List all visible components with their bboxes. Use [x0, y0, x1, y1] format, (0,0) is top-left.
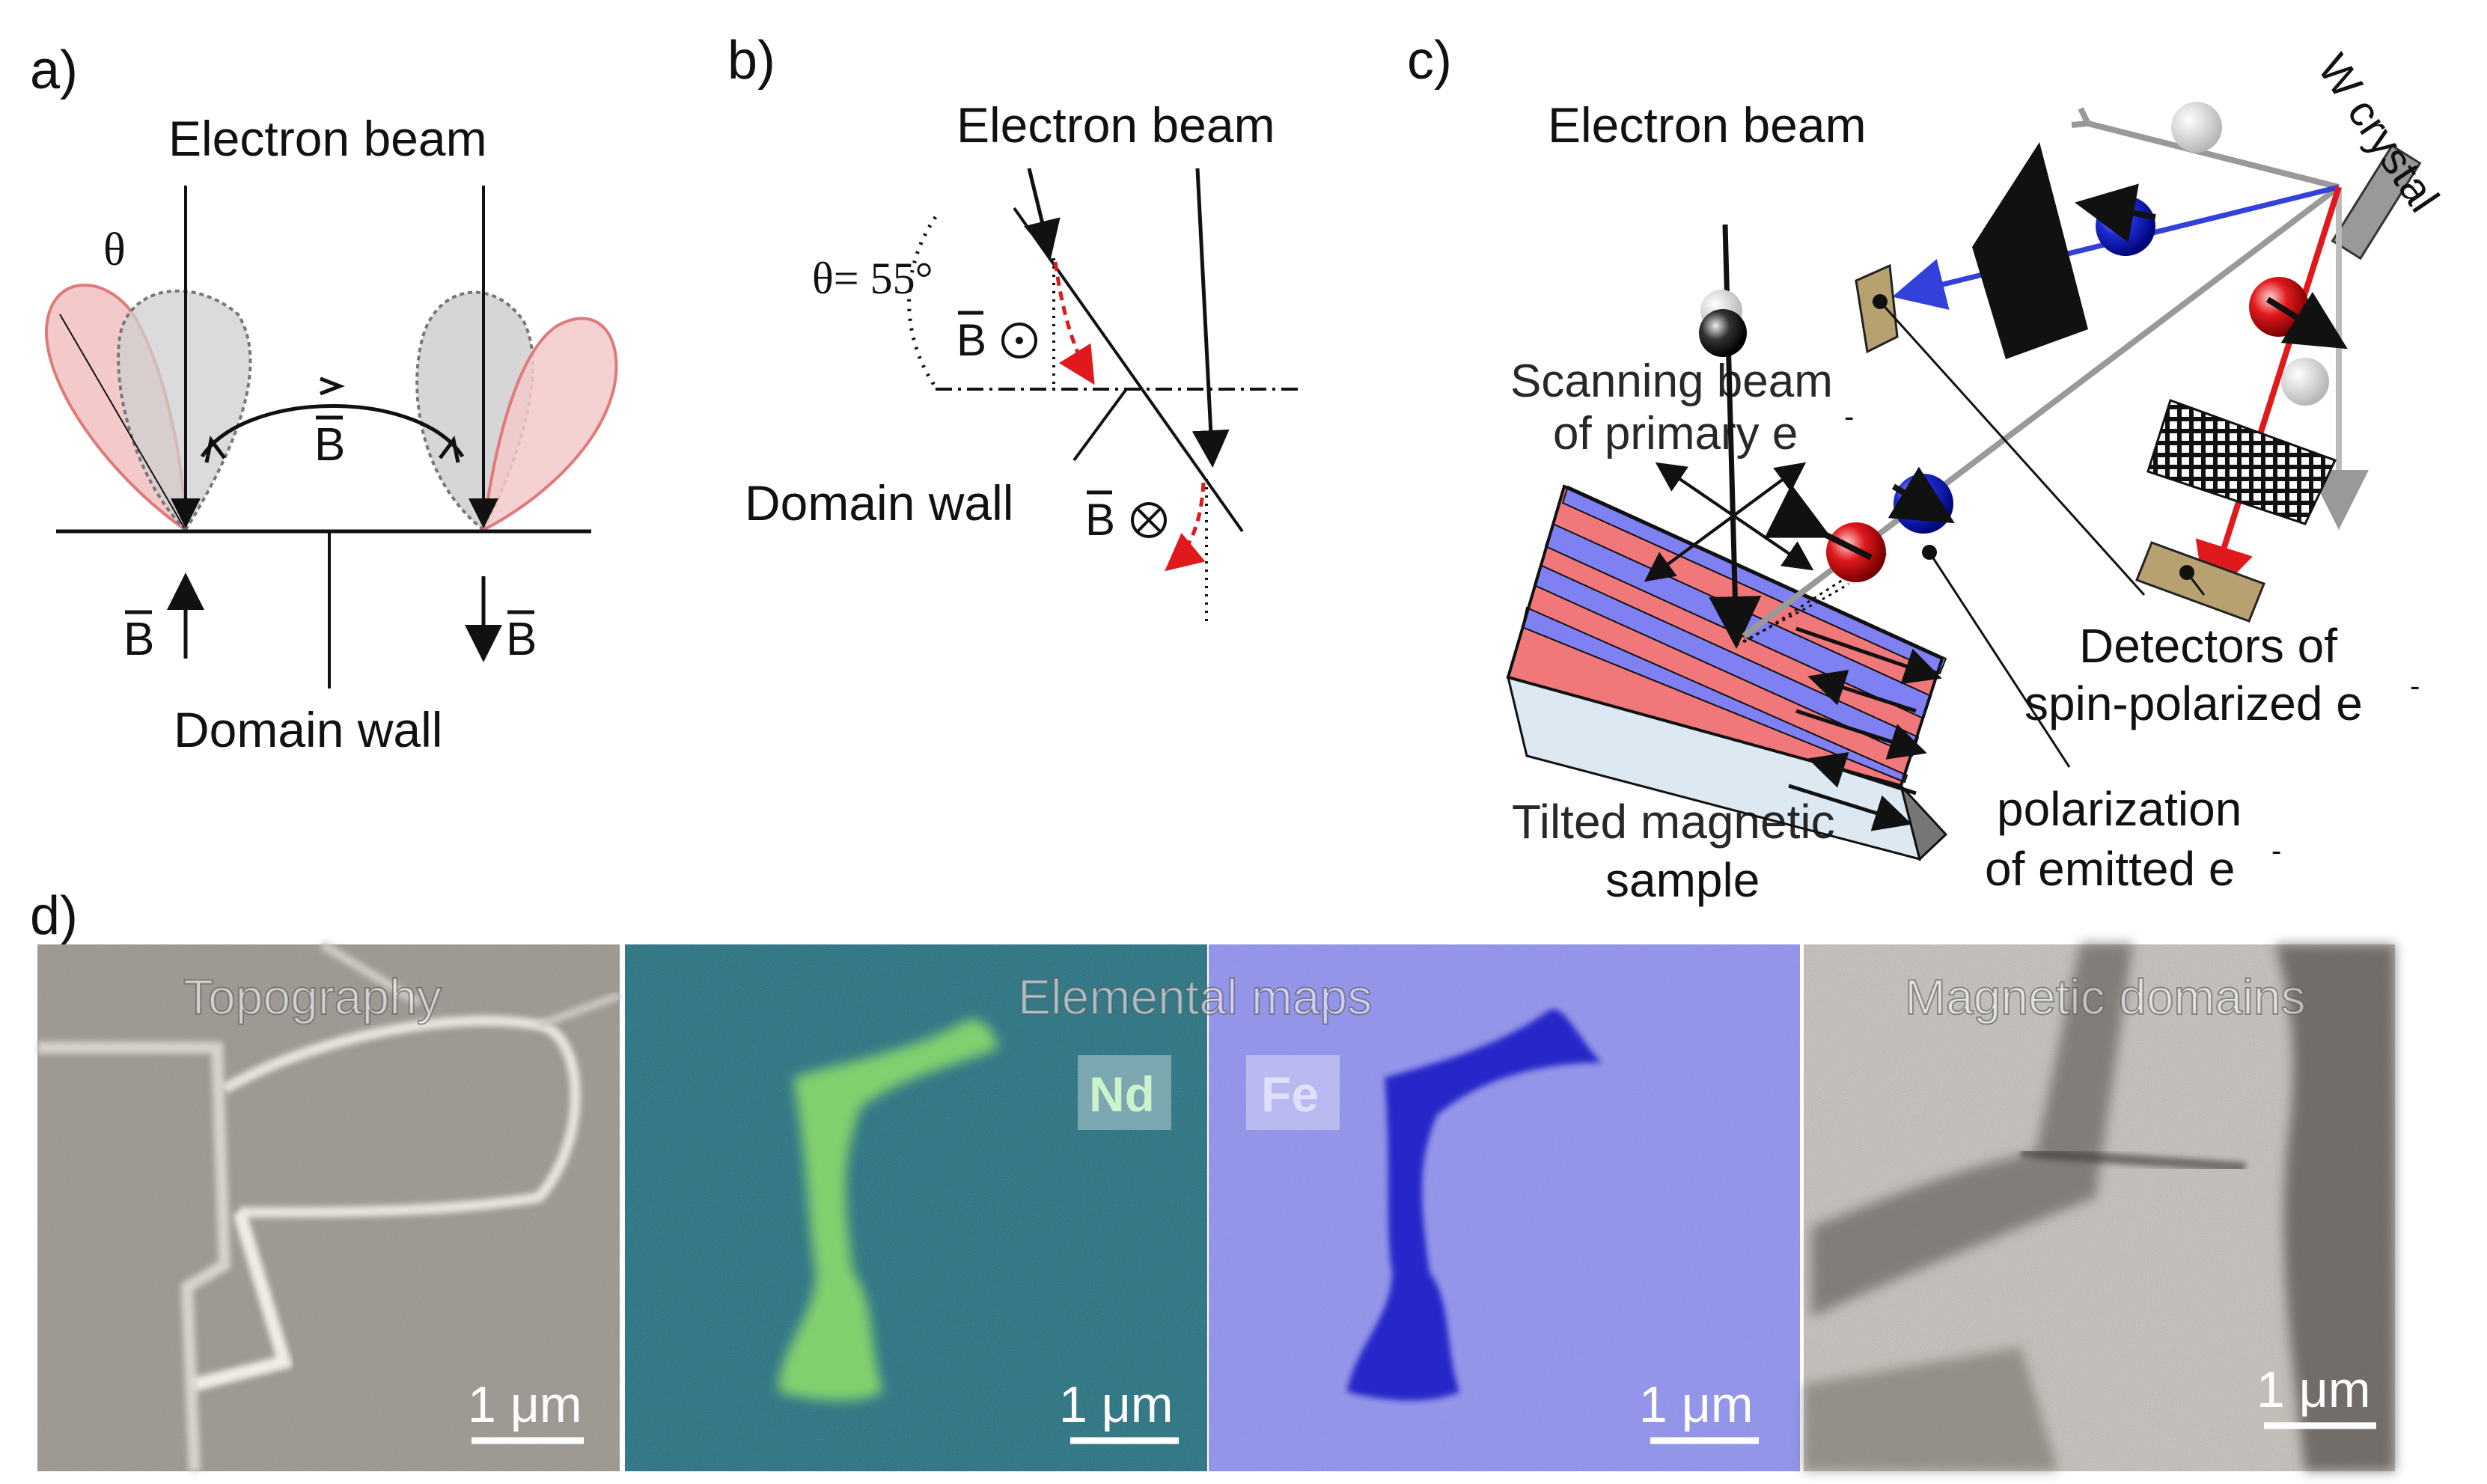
grey-electron-lower: [2281, 358, 2329, 406]
theta-label: θ: [103, 225, 126, 275]
b-field-left-label: B: [123, 614, 154, 665]
detectors-superscript: -: [2410, 670, 2420, 703]
fe-elemental-map: [1209, 944, 1800, 1471]
nd-tag-box: [1078, 1055, 1171, 1130]
panel-a: a) Electron beam θ B B B: [30, 40, 618, 757]
out-of-plane-symbol: [1001, 323, 1037, 358]
panel-a-domain-wall-label: Domain wall: [174, 702, 442, 757]
polarization-superscript: -: [2271, 834, 2281, 867]
b-field-right-label: B: [506, 614, 537, 665]
right-emission-lobes: [415, 290, 618, 533]
grey-electron-upper: [2171, 102, 2222, 153]
detectors-line1: Detectors of: [2079, 619, 2337, 673]
into-plane-symbol: [1131, 502, 1167, 538]
panel-c-electron-beam-label: Electron beam: [1548, 97, 1867, 153]
magnetic-domains-image: [1804, 943, 2395, 1471]
topography-title: Topography: [183, 969, 442, 1025]
detector-left: [1855, 263, 1899, 354]
panel-b-beam-left: [1024, 168, 1061, 258]
detector-right: [2135, 541, 2265, 623]
panel-b-domain-wall-line: [1072, 388, 1128, 462]
fe-tag: Fe: [1261, 1066, 1319, 1122]
sample-line1: Tilted magnetic: [1512, 795, 1835, 849]
b-out-of-plane-label: B: [956, 315, 986, 365]
tilted-surface-line: [1013, 207, 1244, 533]
w-crystal: [2331, 144, 2422, 260]
scale-bar-label-1: 1 μm: [468, 1376, 582, 1433]
field-arc: [200, 404, 465, 458]
polarization-line1: polarization: [1997, 782, 2242, 836]
panel-b-beam-right: [1191, 168, 1230, 468]
aperture-left: [1972, 142, 2088, 359]
scale-bar-label-4: 1 μm: [2256, 1361, 2371, 1418]
scanning-beam-line1: Scanning beam: [1510, 355, 1833, 407]
b-field-arc-label: B: [314, 419, 345, 471]
panel-a-electron-beam-label: Electron beam: [168, 111, 487, 166]
topography-image: [37, 940, 621, 1472]
red-deflected-path-lower: [1165, 482, 1206, 572]
panel-b: b) Electron beam θ= 55° B B Domain wall: [727, 31, 1299, 621]
detectors-line2: spin-polarized e: [2024, 677, 2363, 730]
nd-elemental-map: [625, 944, 1207, 1471]
panel-a-label: a): [30, 40, 78, 100]
theta-arc: [907, 216, 939, 391]
panel-b-domain-wall-label: Domain wall: [745, 475, 1013, 531]
panel-b-electron-beam-label: Electron beam: [956, 97, 1275, 153]
magnetic-domains-title: Magnetic domains: [1905, 969, 2306, 1025]
scattered-grey-upper: [2087, 120, 2340, 190]
scanning-beam-superscript: -: [1844, 400, 1854, 433]
red-scattered-path: [2195, 186, 2342, 605]
panel-b-label: b): [727, 31, 775, 91]
sample-line2: sample: [1605, 853, 1760, 907]
panel-c-label: c): [1407, 31, 1452, 91]
left-emission-lobes: [44, 283, 252, 533]
grid-aperture-right: [2146, 399, 2337, 525]
panel-c: c) Electron beam W crystal: [1407, 31, 2448, 907]
panel-d-label: d): [30, 886, 78, 946]
polarization-line2: of emitted e: [1985, 842, 2235, 896]
red-deflected-path-upper: [1053, 261, 1095, 385]
theta-value-label: θ= 55°: [812, 254, 933, 303]
scale-bar-label-3: 1 μm: [1639, 1376, 1754, 1433]
theta-angle-line: [59, 314, 185, 528]
tilted-magnetic-sample: [1506, 484, 1948, 861]
nd-tag: Nd: [1089, 1066, 1155, 1122]
b-into-plane-label: B: [1085, 495, 1115, 545]
elemental-maps-title: Elemental maps: [1018, 969, 1372, 1025]
panel-d: d): [30, 886, 2395, 1472]
scale-bar-label-2: 1 μm: [1059, 1376, 1174, 1433]
scanning-beam-line2: of primary e: [1553, 408, 1798, 459]
primary-electron: [1699, 309, 1747, 357]
fe-tag-box: [1246, 1055, 1340, 1130]
